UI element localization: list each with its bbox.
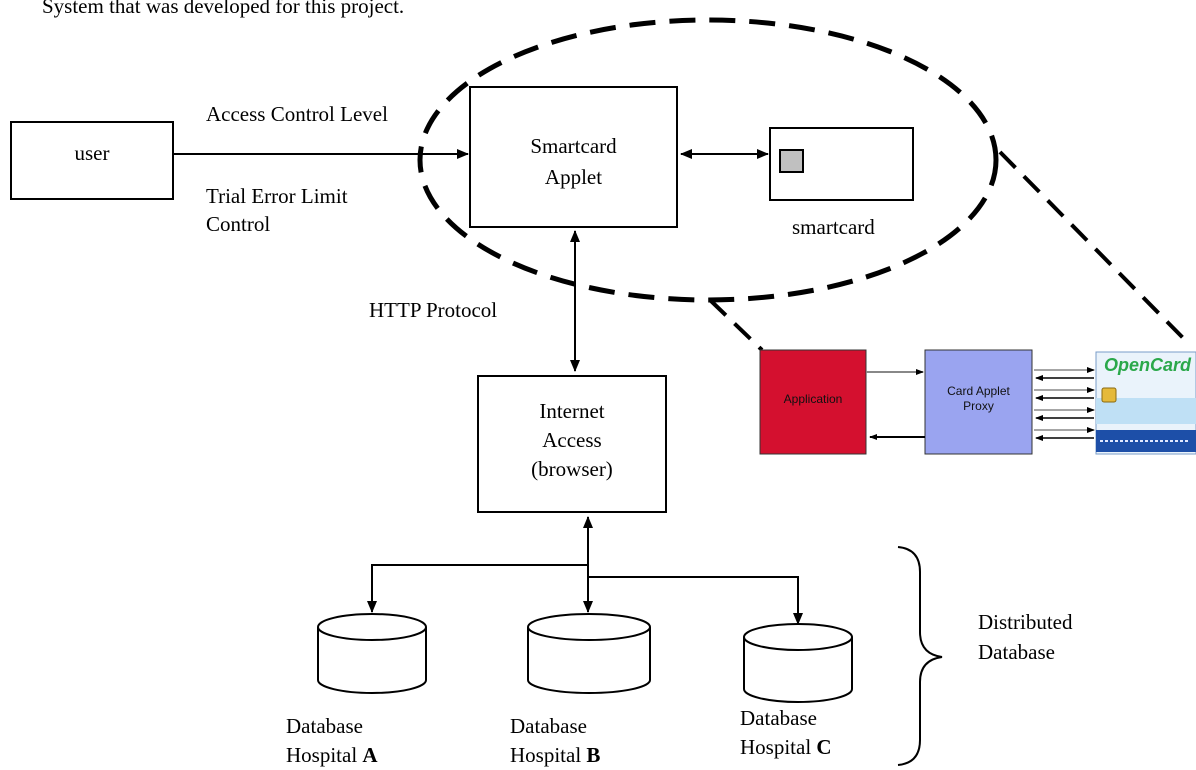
internet-access-box [477,375,667,513]
application-label: Application [783,392,843,406]
focus-ellipse [417,17,999,303]
zoom-line-left [708,298,764,352]
proxy-block [924,349,1033,455]
proxy-label-line2: Proxy [963,399,994,413]
distributed-label-line1: Distributed [978,610,1073,634]
opencard-inset [759,349,1196,455]
database-c-letter: C [816,735,832,759]
distributed-label-line2: Database [978,640,1055,664]
access-control-label: Access Control Level [206,102,388,126]
database-cylinder-c [743,623,853,703]
internet-access-line1: Internet [539,399,605,423]
opencard-logo-text: OpenCard [1104,355,1192,375]
database-cylinder-b [527,613,651,694]
internet-access-line3: (browser) [531,457,613,481]
database-c-line1: Database [740,706,817,730]
trial-error-label-line1: Trial Error Limit [206,184,348,208]
database-b-letter: B [586,743,601,767]
database-c-line2: Hospital C [740,735,832,759]
user-box [10,121,174,200]
smartcard-chip [779,149,804,173]
zoom-line-right [998,150,1192,347]
branch-a [367,564,588,613]
database-a-letter: A [362,743,378,767]
opencard-chip-icon [1101,387,1117,403]
distributed-brace [897,546,943,766]
smartcard-label: smartcard [792,215,875,239]
smartcard-applet-line1: Smartcard [530,134,617,158]
database-b-line1: Database [510,714,587,738]
proxy-label-line1: Card Applet [947,384,1010,398]
database-cylinder-a [317,613,427,694]
application-block [759,349,867,455]
database-b-line2: Hospital B [510,743,601,767]
http-protocol-label: HTTP Protocol [369,298,498,322]
database-a-line1: Database [286,714,363,738]
proxy-card-connectors [1034,367,1095,441]
branch-c [588,576,803,625]
smartcard-applet-line2: Applet [544,165,603,189]
trial-error-label-line2: Control [206,212,271,236]
database-a-line2: Hospital A [286,743,378,767]
header-fragment: System that was developed for this proje… [42,0,405,18]
smartcard-applet-box [469,86,678,228]
internet-access-line2: Access [542,428,602,452]
user-label: user [74,141,110,165]
